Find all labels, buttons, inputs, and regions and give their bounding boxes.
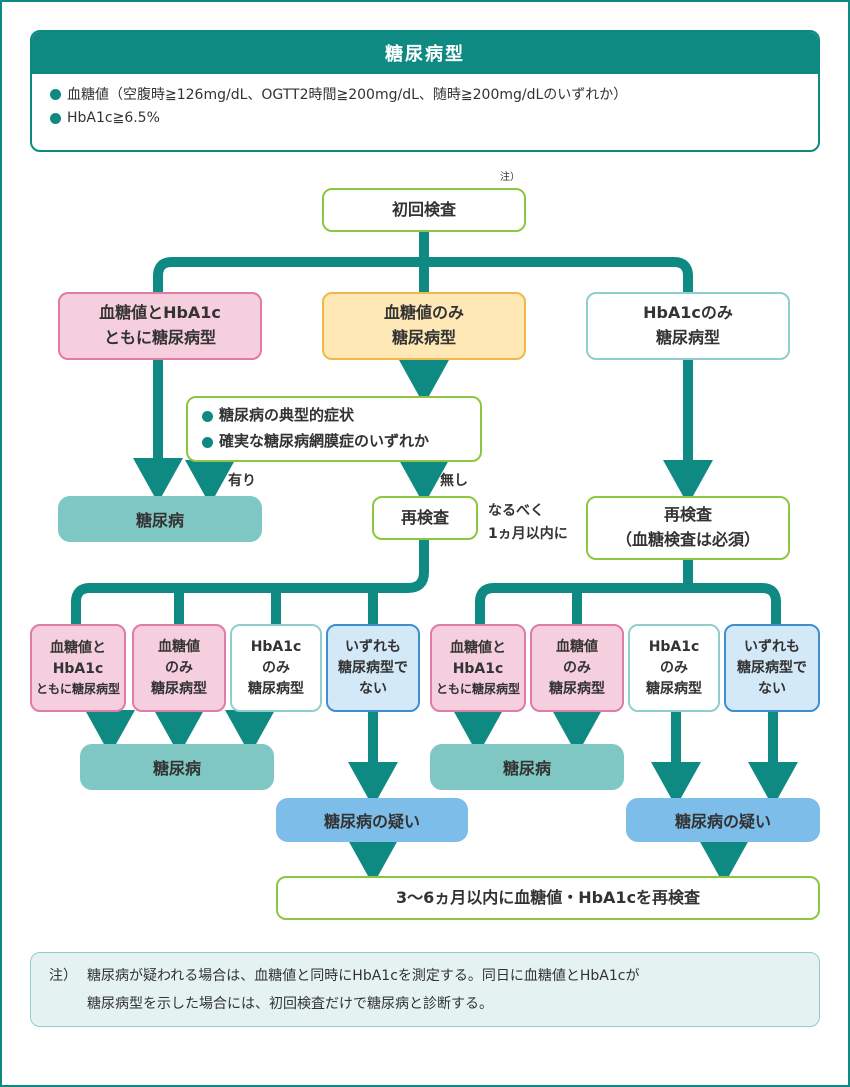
retest-hba1c-node: HbA1c のみ 糖尿病型 [230, 624, 322, 712]
node-line: 糖尿病型 [151, 680, 207, 697]
both-diabetic-node: 血糖値とHbA1c ともに糖尿病型 [58, 292, 262, 360]
final-retest-node: 3〜6ヵ月以内に血糖値・HbA1cを再検査 [276, 876, 820, 920]
node-line: HbA1c [250, 638, 302, 655]
suspected-diabetes-result: 糖尿病の疑い [626, 798, 820, 842]
bullet-icon [202, 410, 213, 422]
footnote-box: 注） 糖尿病が疑われる場合は、血糖値と同時にHbA1cを測定する。同日に血糖値と… [30, 952, 820, 1027]
node-line: ともに糖尿病型 [435, 682, 520, 696]
node-line: 血糖値のみ [383, 303, 464, 323]
symptom-text: 糖尿病の典型的症状 [219, 406, 355, 425]
node-line: のみ [262, 659, 290, 676]
retest-glucose-node: 血糖値 のみ 糖尿病型 [530, 624, 624, 712]
footnote-line: 糖尿病型を示した場合には、初回検査だけで糖尿病と診断する。 [87, 996, 493, 1012]
retest-right-node: 再検査 （血糖検査は必須） [586, 496, 790, 560]
node-line: いずれも [345, 638, 401, 655]
diabetes-result: 糖尿病 [58, 496, 262, 542]
criteria-text: HbA1c≧6.5% [67, 110, 160, 126]
retest-neither-node: いずれも 糖尿病型で ない [326, 624, 420, 712]
symptom-item: 糖尿病の典型的症状 [202, 403, 354, 429]
footnote-mark: 注） [49, 968, 77, 984]
retest-left-node: 再検査 [372, 496, 478, 540]
node-line: 糖尿病型 [391, 328, 456, 347]
node-line: 血糖値 [158, 638, 200, 655]
hba1c-only-node: HbA1cのみ 糖尿病型 [586, 292, 790, 360]
node-line: 糖尿病型 [646, 680, 702, 697]
node-line: HbA1c [648, 638, 700, 655]
criteria-item-glucose: 血糖値（空腹時≧126mg/dL、OGTT2時間≧200mg/dL、随時≧200… [50, 82, 818, 106]
within-month-line: 1ヵ月以内に [488, 526, 568, 543]
bullet-icon [50, 112, 61, 124]
node-line: のみ [660, 659, 688, 676]
symptom-text: 確実な糖尿病網膜症のいずれか [219, 432, 430, 451]
diabetes-result: 糖尿病 [80, 744, 274, 790]
node-line: 再検査 [663, 505, 712, 525]
diabetic-type-criteria-box: 糖尿病型 血糖値（空腹時≧126mg/dL、OGTT2時間≧200mg/dL、随… [30, 30, 820, 152]
note-marker: 注） [500, 172, 520, 183]
symptom-item: 確実な糖尿病網膜症のいずれか [202, 429, 429, 455]
node-line: HbA1cのみ [643, 303, 733, 323]
node-line: 糖尿病型 [248, 680, 304, 697]
final-retest-label: 3〜6ヵ月以内に血糖値・HbA1cを再検査 [395, 887, 701, 907]
symptoms-node: 糖尿病の典型的症状 確実な糖尿病網膜症のいずれか [186, 396, 482, 462]
node-line: 糖尿病型で [737, 659, 807, 676]
node-line: のみ [165, 659, 193, 676]
node-line: HbA1c [452, 661, 504, 677]
criteria-item-hba1c: HbA1c≧6.5% [50, 106, 818, 130]
bullet-icon [202, 436, 213, 448]
within-month-line: なるべく [488, 503, 544, 519]
node-line: 血糖値とHbA1c [99, 303, 221, 323]
no-label: 無し [440, 473, 468, 489]
node-line: 糖尿病型で [338, 659, 408, 676]
node-line: 血糖値と [50, 640, 106, 656]
diabetes-result: 糖尿病 [430, 744, 624, 790]
node-line: HbA1c [52, 661, 104, 677]
retest-both-node: 血糖値と HbA1c ともに糖尿病型 [430, 624, 526, 712]
retest-label: 再検査 [400, 507, 449, 527]
node-line: 糖尿病型 [655, 328, 720, 347]
initial-exam-node: 初回検査 [322, 188, 526, 232]
node-line: ともに糖尿病型 [103, 328, 216, 347]
retest-glucose-node: 血糖値 のみ 糖尿病型 [132, 624, 226, 712]
bullet-icon [50, 88, 61, 100]
node-line: ともに糖尿病型 [35, 682, 120, 696]
node-line: いずれも [744, 638, 800, 655]
criteria-title: 糖尿病型 [32, 32, 818, 74]
criteria-text: 血糖値（空腹時≧126mg/dL、OGTT2時間≧200mg/dL、随時≧200… [67, 87, 628, 103]
node-line: 血糖値 [556, 638, 598, 655]
initial-exam-label: 初回検査 [391, 199, 456, 219]
node-line: 血糖値と [450, 640, 506, 656]
glucose-only-node: 血糖値のみ 糖尿病型 [322, 292, 526, 360]
retest-neither-node: いずれも 糖尿病型で ない [724, 624, 820, 712]
footnote-line: 糖尿病が疑われる場合は、血糖値と同時にHbA1cを測定する。同日に血糖値とHbA… [87, 968, 640, 984]
node-line: 糖尿病型 [549, 680, 605, 697]
node-line: ない [359, 680, 387, 697]
node-line: （血糖検査は必須） [615, 530, 760, 549]
suspected-diabetes-result: 糖尿病の疑い [276, 798, 468, 842]
retest-both-node: 血糖値と HbA1c ともに糖尿病型 [30, 624, 126, 712]
yes-label: 有り [228, 473, 256, 489]
node-line: のみ [563, 659, 591, 676]
within-month-label: なるべく 1ヵ月以内に [488, 500, 568, 546]
retest-hba1c-node: HbA1c のみ 糖尿病型 [628, 624, 720, 712]
node-line: ない [758, 680, 786, 697]
